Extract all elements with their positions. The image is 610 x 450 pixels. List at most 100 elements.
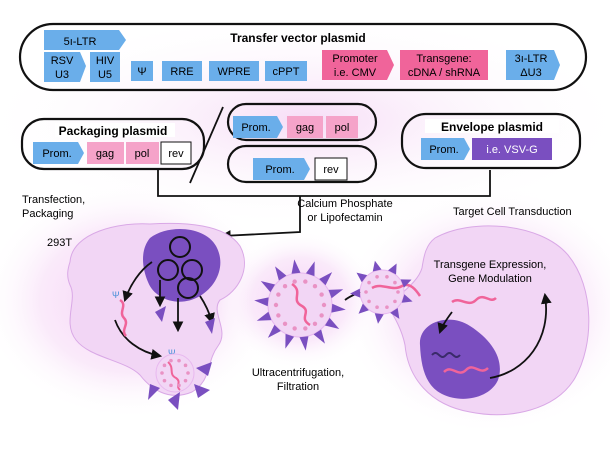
transfer-plasmid-title: Transfer vector plasmid [230, 31, 365, 45]
capsid-dot [303, 326, 308, 331]
promoter-box [322, 50, 394, 80]
capsid-dot [393, 299, 397, 304]
ltr3-line1: 3ı-LTR [515, 53, 548, 65]
ltr3-line2: ΔU3 [520, 67, 541, 79]
packaging-plasmid-outline [20, 117, 206, 171]
packaging-title-bg [55, 123, 175, 137]
envelope-spike [358, 303, 369, 314]
split-plasmid-a-outline [226, 102, 378, 142]
target-cell-nucleus [419, 319, 500, 399]
hiv-label: HIV [96, 55, 115, 67]
nuclear-import-arrow [437, 311, 453, 335]
target-cell-label: Target Cell Transduction [453, 206, 572, 218]
envelope-title-bg [425, 119, 559, 133]
envelope-spike [196, 362, 212, 376]
capsid-dot [292, 326, 297, 331]
capsid-dot [169, 358, 173, 363]
envelope-spike [313, 329, 325, 344]
chromosomal-dna [431, 352, 461, 358]
calcium-label-line2: or Lipofectamin [307, 212, 382, 224]
transgene-mrna [451, 295, 497, 305]
wpre-label: WPRE [218, 66, 251, 78]
split-divider-line [189, 106, 224, 184]
capsid-dot [375, 305, 379, 310]
packaging-rev-box [160, 141, 192, 165]
free-virion [267, 272, 333, 338]
envelope-plasmid-outline [400, 112, 582, 170]
envelope-prom-box [421, 138, 470, 160]
envelope-spike [275, 266, 287, 281]
transgene-line1: Transgene: [416, 53, 471, 65]
capsid-dot [385, 305, 389, 310]
plasmid-circle [181, 259, 203, 281]
psi-label: Ψ [137, 66, 146, 78]
envelope-spike [374, 313, 384, 324]
capsid-dot [367, 299, 371, 304]
split-a-gag-label: gag [296, 122, 314, 134]
rre-box [162, 61, 202, 81]
split-b-prom-box [253, 158, 310, 180]
assembly-arrow [114, 319, 163, 360]
ultra-label-line1: Ultracentrifugation, [252, 367, 344, 379]
envelope-spike [372, 260, 382, 272]
calcium-label-line1: Calcium Phosphate [297, 198, 392, 210]
virion-spike-layer [254, 259, 413, 351]
expression-label-line1: Transgene Expression, [434, 259, 547, 271]
envelope-spike [356, 272, 368, 283]
envelope-spike [390, 308, 400, 319]
envelope-spike [400, 279, 412, 288]
envelope-spike [350, 288, 361, 298]
split-plasmid-rev: Prom. rev [226, 144, 378, 184]
packaging-prom-label: Prom. [42, 148, 71, 160]
expression-arrow [489, 292, 552, 379]
capsid-dot [177, 383, 181, 388]
packaging-pol-box [126, 142, 159, 164]
psi-small-label-2: Ψ [168, 348, 176, 358]
envelope-spike [194, 384, 210, 398]
capsid-dot [186, 371, 190, 375]
envelope-vsvg-label: i.e. VSV-G [486, 144, 537, 156]
packaging-pol-label: pol [135, 148, 150, 160]
envelope-spike [155, 306, 166, 322]
ltr5-rsv-label: RSV [51, 55, 74, 67]
entering-virion-rna [371, 283, 422, 297]
free-virion-rna [291, 282, 311, 327]
capsid-dot [312, 284, 318, 289]
cppt-label: cPPT [273, 66, 300, 78]
ltr5-top-label: 5ı-LTR [64, 36, 97, 48]
cell-293t-label: 293T [47, 237, 72, 249]
capsid-dot [162, 363, 167, 368]
envelope-spike [256, 311, 272, 321]
capsid-dot [276, 292, 281, 297]
capsid-dot [276, 313, 281, 318]
plasmid-circle [157, 259, 179, 281]
envelope-prom-label: Prom. [429, 144, 458, 156]
envelope-spike [319, 272, 333, 286]
transfer-plasmid-outline [18, 22, 588, 92]
capsid-dot [321, 302, 327, 308]
split-a-pol-box [326, 116, 358, 138]
envelope-spike [324, 317, 340, 329]
capsid-dot [393, 280, 397, 285]
split-plasmid-b-outline [226, 144, 378, 184]
envelope-spike [285, 333, 295, 349]
envelope-vsvg-box [472, 138, 552, 160]
packaging-gag-label: gag [96, 148, 114, 160]
promoter-line2: i.e. CMV [334, 67, 377, 79]
ltr5-u3-label: U3 [55, 69, 69, 81]
promoter-line1: Promoter [332, 53, 378, 65]
producer-cell-nucleus [143, 228, 221, 302]
envelope-spike [291, 259, 301, 274]
split-b-rev-label: rev [323, 164, 339, 176]
ltr5-rsv-box [44, 52, 86, 82]
split-b-prom-label: Prom. [265, 164, 294, 176]
envelope-spike [267, 324, 281, 338]
expression-label-line2: Gene Modulation [448, 273, 532, 285]
split-a-prom-box [233, 116, 283, 138]
capsid-dot [177, 358, 181, 363]
envelope-spike [254, 297, 269, 307]
packaging-rev-label: rev [168, 148, 184, 160]
transfer-vector-plasmid: Transfer vector plasmid 5ı-LTR RSV U3 HI… [18, 22, 588, 92]
envelope-spike [299, 336, 309, 351]
